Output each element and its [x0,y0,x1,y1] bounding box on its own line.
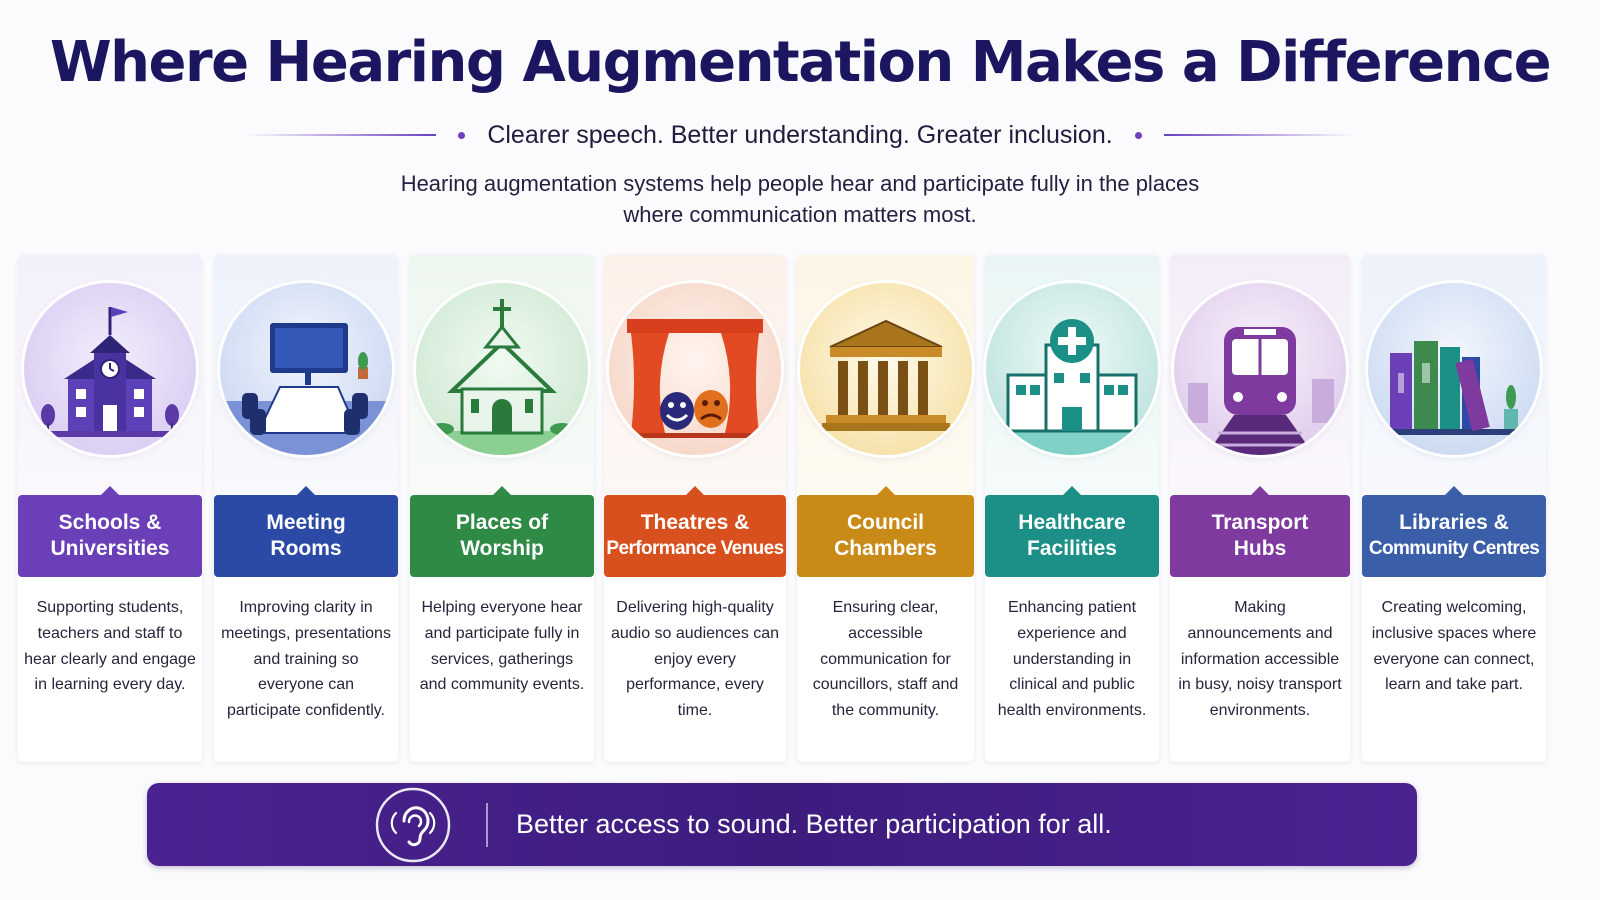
card-title-line-2: Chambers [834,537,937,560]
divider-left [246,134,437,136]
card-description: Supporting students, teachers and staff … [24,599,196,694]
card-council-chambers: Council Chambers Ensuring clear, accessi… [797,255,974,762]
intro-text: Hearing augmentation systems help people… [300,168,1300,230]
card-title-line-1: Places of [455,511,549,534]
hospital-icon [986,283,1158,455]
card-title-line-1: Meeting [266,511,346,534]
card-title-line-1: Healthcare [1018,511,1126,534]
ear-icon [375,787,451,862]
card-title-line-2: Performance Venues [606,538,784,559]
intro-line-2: where communication matters most. [623,202,977,227]
card-title: Places of Worship [410,486,594,577]
card-title-line-1: Libraries & [1399,511,1509,534]
theatre-icon [609,283,781,455]
tagline-row: Clearer speech. Better understanding. Gr… [0,118,1600,152]
footer-text: Better access to sound. Better participa… [516,809,1112,839]
card-title: Theatres & Performance Venues [604,486,786,577]
page-title: Where Hearing Augmentation Makes a Diffe… [49,30,1552,95]
meeting-room-icon [220,283,392,455]
divider-right [1163,134,1354,136]
card-title-line-2: Community Centres [1368,538,1540,559]
card-libraries: Libraries & Community Centres Creating w… [1362,255,1546,762]
books-icon [1368,283,1540,455]
card-title-line-2: Worship [460,537,544,560]
card-title-line-2: Universities [50,537,170,560]
card-description: Improving clarity in meetings, presentat… [221,599,391,720]
card-title-line-1: Theatres & [640,511,750,534]
card-healthcare: Healthcare Facilities Enhancing patient … [985,255,1159,762]
card-description: Delivering high-quality audio so audienc… [610,599,780,720]
divider-dot-right [1134,131,1142,139]
card-title: Meeting Rooms [214,486,398,577]
card-description: Making announcements and information acc… [1178,599,1342,720]
card-description: Ensuring clear, accessible communication… [812,599,959,720]
card-title: Council Chambers [797,486,974,577]
tagline: Clearer speech. Better understanding. Gr… [487,120,1113,149]
church-icon [416,283,588,455]
card-title-line-2: Rooms [270,537,342,560]
banner-divider [486,802,488,847]
card-title-line-2: Facilities [1027,537,1117,560]
card-description: Enhancing patient experience and underst… [997,599,1147,720]
venue-cards: Schools & Universities Supporting studen… [18,255,1582,765]
train-icon [1174,283,1346,455]
council-building-icon [799,283,972,455]
card-description: Helping everyone hear and participate fu… [419,599,585,694]
card-title-line-1: Council [847,511,924,534]
card-places-of-worship: Places of Worship Helping everyone hear … [410,255,594,762]
card-meeting-rooms: Meeting Rooms Improving clarity in meeti… [214,255,398,762]
school-icon [24,283,196,455]
card-schools: Schools & Universities Supporting studen… [18,255,202,762]
card-title: Libraries & Community Centres [1362,486,1546,577]
card-description: Creating welcoming, inclusive spaces whe… [1371,599,1537,694]
card-transport: Transport Hubs Making announcements and … [1170,255,1350,762]
card-title-line-1: Transport [1211,511,1309,534]
card-title-line-2: Hubs [1233,537,1287,560]
card-theatres: Theatres & Performance Venues Delivering… [604,255,786,762]
divider-dot-left [458,131,466,139]
card-title: Schools & Universities [18,486,202,577]
footer-banner: Better access to sound. Better participa… [147,783,1417,866]
card-title: Healthcare Facilities [985,486,1159,577]
card-title-line-1: Schools & [58,511,162,534]
intro-line-1: Hearing augmentation systems help people… [400,171,1200,196]
card-title: Transport Hubs [1170,486,1350,577]
